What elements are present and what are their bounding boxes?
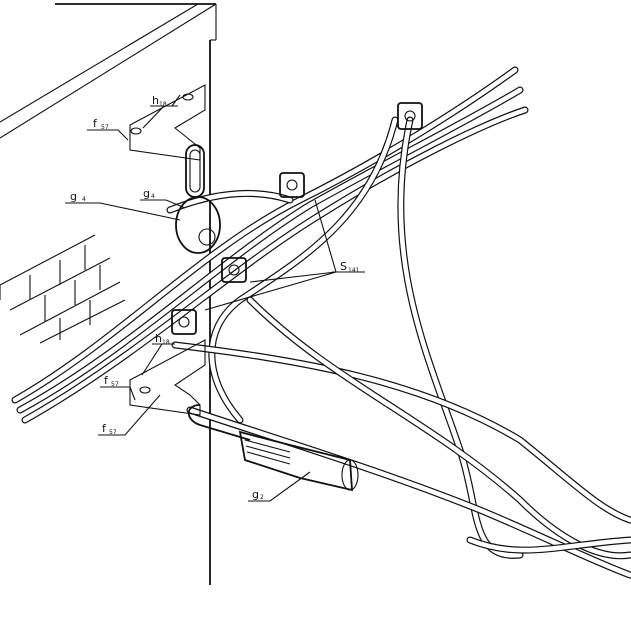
svg-text:57: 57 xyxy=(109,429,117,436)
svg-text:g: g xyxy=(143,187,150,200)
wall-hook-bottom xyxy=(129,339,251,441)
svg-text:18: 18 xyxy=(159,101,167,108)
svg-text:4: 4 xyxy=(151,193,155,200)
svg-text:f: f xyxy=(104,374,109,387)
svg-text:f: f xyxy=(93,117,98,130)
svg-text:h: h xyxy=(155,332,162,345)
svg-text:g: g xyxy=(70,190,77,203)
svg-text:141: 141 xyxy=(348,267,360,274)
svg-text:2: 2 xyxy=(260,494,264,501)
cable-clamps xyxy=(171,102,423,335)
svg-text:18: 18 xyxy=(162,339,170,346)
svg-text:4: 4 xyxy=(82,196,86,203)
svg-text:57: 57 xyxy=(101,124,109,131)
wall-hook-top xyxy=(129,84,206,161)
building-wall xyxy=(0,3,217,585)
cable-bundle xyxy=(11,66,631,579)
svg-text:S: S xyxy=(340,260,347,273)
svg-text:g: g xyxy=(252,488,259,501)
svg-text:57: 57 xyxy=(111,381,119,388)
svg-text:h: h xyxy=(152,94,159,107)
leader-lines xyxy=(65,94,365,502)
svg-text:f: f xyxy=(102,422,107,435)
cable-sleeve xyxy=(238,430,359,492)
shackle xyxy=(175,144,221,254)
